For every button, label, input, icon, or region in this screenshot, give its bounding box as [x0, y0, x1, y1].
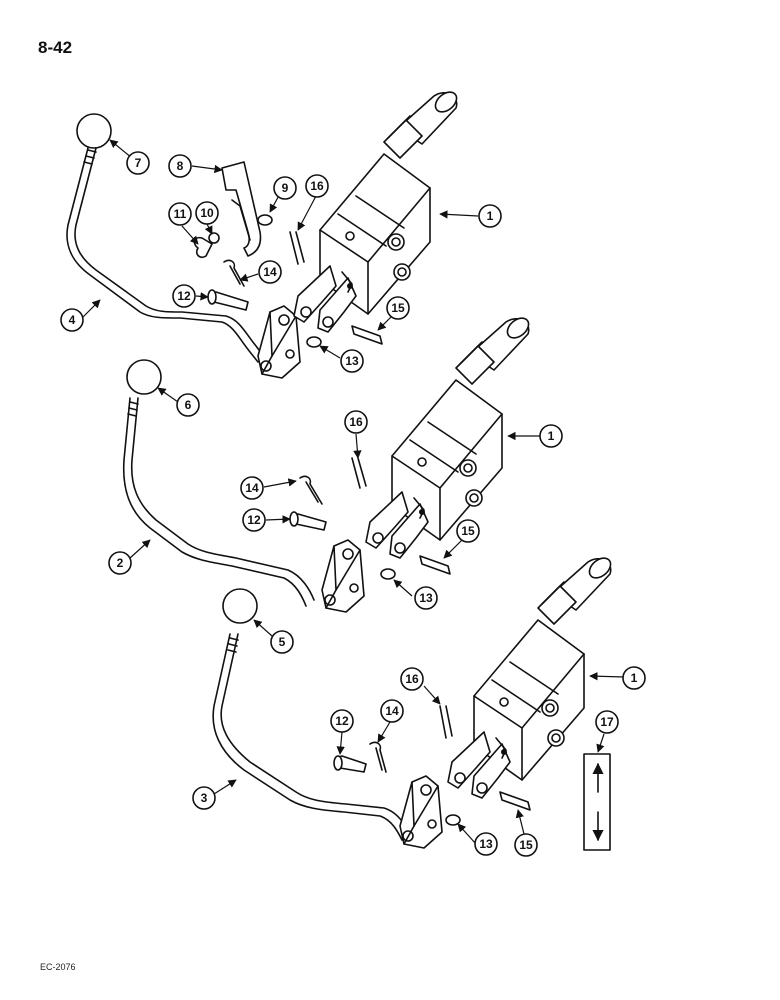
- svg-text:5: 5: [279, 635, 286, 649]
- callout-14: 14: [380, 699, 404, 723]
- svg-text:15: 15: [461, 524, 475, 538]
- svg-text:6: 6: [185, 398, 192, 412]
- svg-text:10: 10: [200, 206, 214, 220]
- callout-12: 12: [242, 508, 266, 532]
- figure-code: EC-2076: [40, 962, 76, 972]
- callout-16: 16: [344, 410, 368, 434]
- svg-text:11: 11: [174, 207, 187, 221]
- callout-15: 15: [514, 833, 538, 857]
- lower-assembly: [212, 553, 616, 851]
- svg-text:12: 12: [335, 714, 349, 728]
- callout-5: 5: [270, 630, 294, 654]
- direction-decal: [583, 753, 611, 851]
- callout-1: 1: [539, 424, 563, 448]
- callout-9: 9: [273, 176, 297, 200]
- svg-text:13: 13: [345, 354, 359, 368]
- callout-17: 17: [595, 710, 619, 734]
- svg-text:1: 1: [487, 209, 494, 223]
- svg-text:16: 16: [405, 672, 419, 686]
- svg-text:4: 4: [69, 313, 76, 327]
- callout-14: 14: [240, 476, 264, 500]
- callout-13: 13: [340, 349, 364, 373]
- svg-text:12: 12: [177, 289, 191, 303]
- svg-text:13: 13: [479, 837, 493, 851]
- svg-text:13: 13: [419, 591, 433, 605]
- callout-11: 11: [168, 202, 192, 226]
- svg-text:16: 16: [349, 415, 363, 429]
- svg-text:12: 12: [247, 513, 261, 527]
- lever-knob: [76, 113, 112, 149]
- callout-7: 7: [126, 151, 150, 175]
- callout-1: 1: [622, 666, 646, 690]
- svg-text:14: 14: [245, 481, 259, 495]
- svg-text:16: 16: [310, 179, 324, 193]
- svg-text:3: 3: [201, 791, 208, 805]
- callout-8: 8: [168, 154, 192, 178]
- callout-4: 4: [60, 308, 84, 332]
- callout-15: 15: [456, 519, 480, 543]
- svg-text:17: 17: [600, 715, 614, 729]
- callout-15: 15: [386, 296, 410, 320]
- svg-text:9: 9: [282, 181, 289, 195]
- leader-lines: [81, 139, 625, 845]
- callout-16: 16: [400, 667, 424, 691]
- callout-12: 12: [172, 284, 196, 308]
- svg-text:1: 1: [548, 429, 555, 443]
- svg-text:7: 7: [135, 156, 142, 170]
- callout-10: 10: [195, 201, 219, 225]
- page-number: 8-42: [38, 38, 73, 57]
- callout-2: 2: [108, 551, 132, 575]
- callout-14: 14: [258, 260, 282, 284]
- svg-text:14: 14: [385, 704, 399, 718]
- svg-text:8: 8: [177, 159, 184, 173]
- svg-text:15: 15: [519, 838, 533, 852]
- upper-assembly: [66, 87, 462, 379]
- callout-3: 3: [192, 786, 216, 810]
- callout-16: 16: [305, 174, 329, 198]
- svg-text:2: 2: [117, 556, 124, 570]
- callout-6: 6: [176, 393, 200, 417]
- callout-1: 1: [478, 204, 502, 228]
- lever-rod: [66, 147, 259, 363]
- svg-text:14: 14: [263, 265, 277, 279]
- callout-13: 13: [474, 832, 498, 856]
- svg-text:15: 15: [391, 301, 405, 315]
- callout-13: 13: [414, 586, 438, 610]
- svg-text:1: 1: [631, 671, 638, 685]
- middle-assembly: [122, 313, 534, 613]
- callout-12: 12: [330, 709, 354, 733]
